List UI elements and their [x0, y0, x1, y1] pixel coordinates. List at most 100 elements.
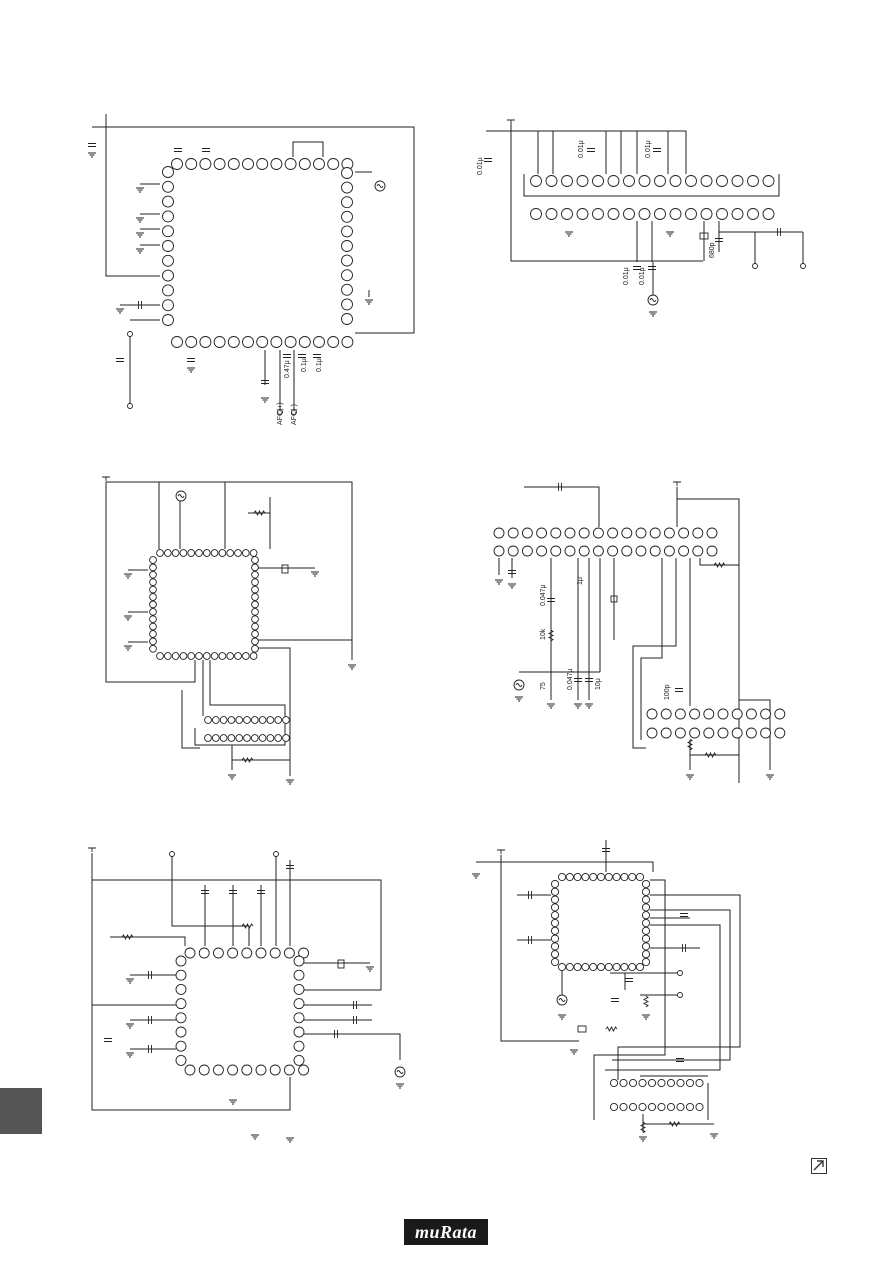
ic-pin: [251, 563, 259, 572]
ic-pin: [341, 196, 353, 209]
ic-pin: [251, 630, 259, 638]
ic-pin: [341, 240, 353, 252]
ic-pin: [211, 716, 220, 724]
ic-pin: [663, 527, 675, 539]
ic-pin: [210, 652, 219, 660]
ic-pin: [298, 1064, 310, 1076]
ic-pin: [212, 1064, 224, 1076]
terminal: [127, 403, 133, 409]
capacitor: [558, 483, 562, 491]
ic-pin: [211, 734, 220, 742]
ic-pin: [550, 942, 560, 951]
capacitor: [547, 598, 555, 602]
ic-pin: [270, 158, 283, 170]
ic-pin: [607, 208, 620, 220]
ic-pin: [628, 1078, 638, 1088]
component-value-label: 0.1μ: [316, 358, 323, 372]
ic-pin: [592, 545, 604, 557]
resistor: [713, 561, 726, 569]
wire: [171, 856, 250, 946]
ground-symbol: [515, 696, 523, 702]
ic-pin: [635, 962, 645, 972]
ic-pin: [641, 887, 651, 896]
ic-pin: [162, 314, 174, 326]
ic-pin: [578, 545, 590, 557]
ic-pin: [581, 872, 590, 882]
ic-pin: [654, 175, 666, 187]
ic-pin: [251, 593, 259, 601]
ic-pin: [703, 727, 715, 739]
capacitor: [148, 1045, 152, 1053]
ic-pin: [175, 1054, 187, 1066]
capacitor: [633, 266, 641, 270]
ic-pin: [293, 1054, 305, 1066]
ic-pin: [641, 934, 651, 943]
ic-pin: [700, 175, 713, 187]
wire: [486, 130, 687, 174]
ic-pin: [646, 708, 658, 720]
ic-pin: [663, 545, 675, 557]
ic-pin: [536, 545, 548, 557]
ic-pin: [592, 527, 604, 539]
ic-pin: [638, 1078, 647, 1088]
ic-pin: [162, 180, 174, 193]
external-link-icon[interactable]: [811, 1158, 827, 1174]
capacitor: [138, 301, 142, 309]
ic-pin: [561, 208, 573, 220]
ic-pin: [204, 716, 212, 724]
ic-pin: [149, 637, 157, 646]
ic-pin: [313, 158, 325, 170]
component-value-label: AFC(+): [277, 402, 284, 425]
ic-pin: [283, 947, 295, 959]
capacitor: [283, 354, 291, 358]
wire: [476, 861, 654, 872]
ic-pin: [641, 879, 651, 889]
ic-pin: [149, 615, 157, 624]
component-value-label: 0.01μ: [623, 267, 630, 285]
ic-pin: [596, 872, 606, 882]
ic-pin: [149, 593, 157, 601]
ic-pin: [266, 716, 275, 724]
wire: [92, 879, 382, 991]
ic-pin: [149, 644, 157, 653]
ic-pin: [573, 962, 582, 972]
ic-pin: [219, 716, 228, 724]
ic-pin: [604, 872, 613, 882]
capacitor: [116, 358, 124, 362]
ic-pin: [628, 872, 637, 882]
component-value-label: 0.01μ: [578, 140, 585, 158]
supply-symbol: [497, 849, 505, 854]
capacitor: [148, 1016, 152, 1024]
capacitor: [286, 865, 294, 869]
resistor: [121, 933, 134, 941]
ic-pin: [251, 607, 259, 616]
ic-pin: [249, 549, 258, 557]
resistor: [253, 509, 266, 517]
wire: [677, 498, 740, 783]
ic-pin: [195, 549, 203, 557]
ic-pin: [241, 1064, 253, 1076]
resistor: [642, 995, 650, 1008]
ic-pin: [576, 175, 589, 187]
capacitor: [104, 1038, 112, 1042]
ic-pin: [213, 158, 226, 170]
ic-pin: [293, 1026, 305, 1038]
crystal: [610, 595, 618, 603]
ic-pin: [149, 570, 157, 579]
ic-pin: [313, 336, 325, 348]
component-value-label: 100p: [664, 684, 671, 700]
ic-pin: [646, 727, 658, 739]
ic-pin: [256, 158, 269, 170]
ic-pin: [162, 166, 174, 178]
supply-symbol: [102, 476, 110, 481]
ic-pin: [163, 549, 172, 557]
ic-pin: [695, 1102, 704, 1112]
ic-pin: [241, 652, 250, 660]
capacitor: [585, 678, 593, 682]
ic-pin: [628, 1102, 638, 1112]
terminal: [677, 970, 683, 976]
wire: [739, 699, 771, 770]
terminal: [277, 409, 283, 415]
ic-pin: [685, 1078, 695, 1088]
component-value-label: AFC(-): [291, 404, 298, 425]
